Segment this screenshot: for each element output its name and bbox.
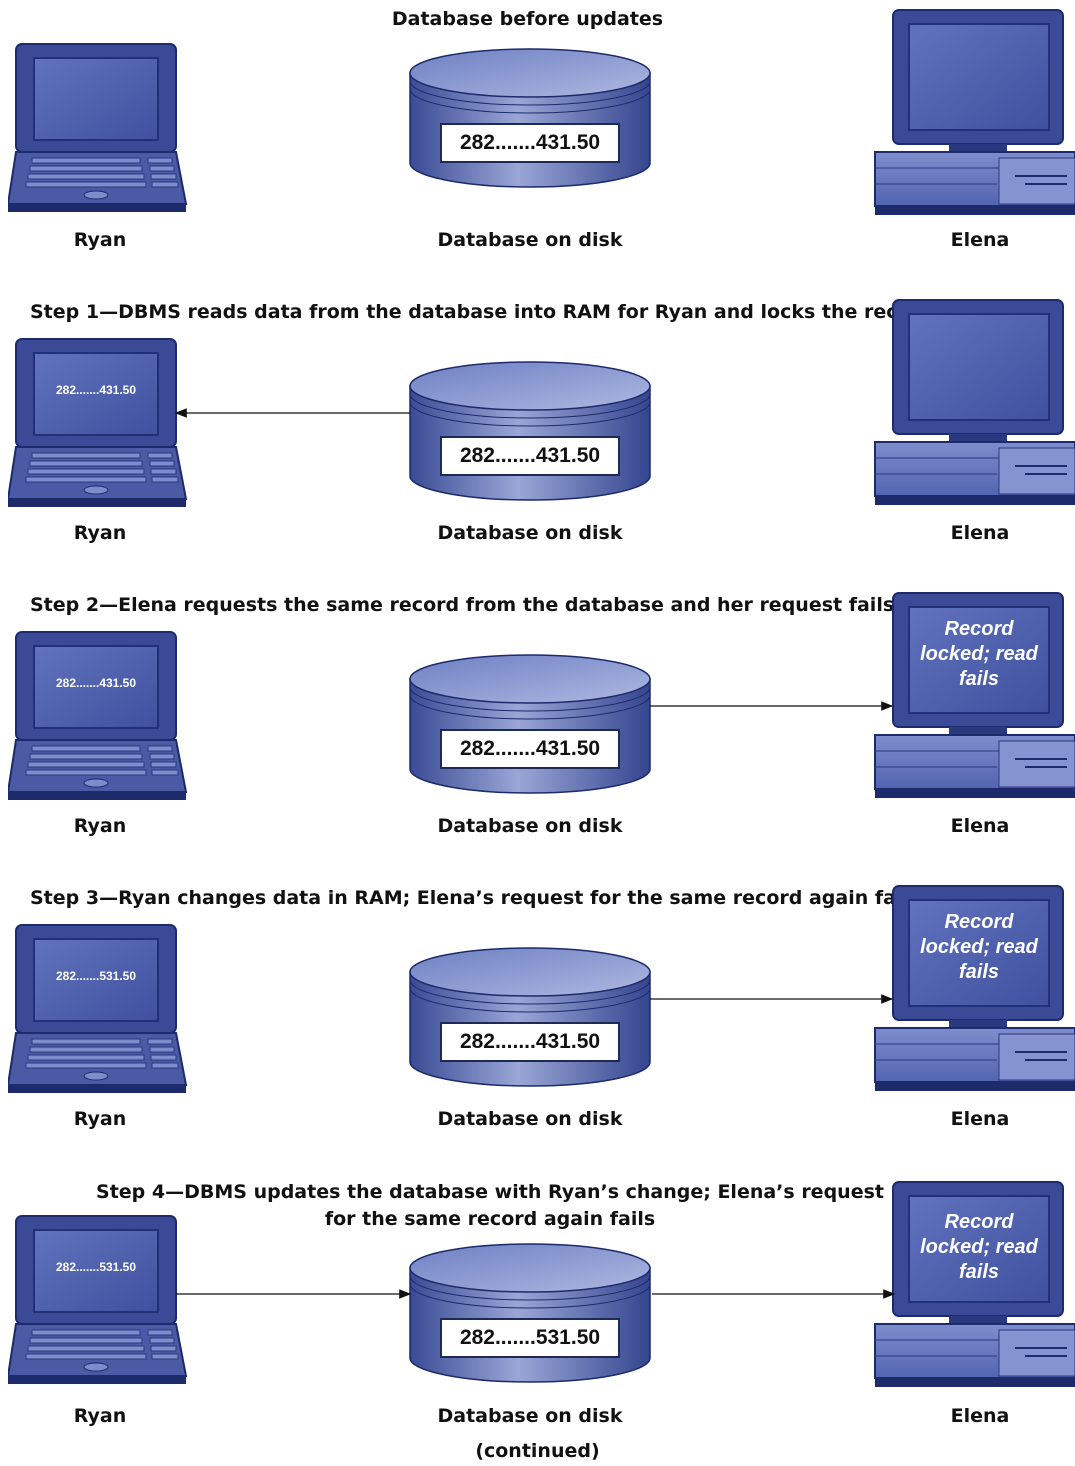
ryan-label: Ryan	[73, 815, 127, 837]
elena-desktop-icon: Record locked; read fails	[873, 591, 1075, 805]
panel-title: Step 3—Ryan changes data in RAM; Elena’s…	[30, 887, 921, 909]
ryan-laptop-icon	[6, 40, 188, 224]
database-cylinder-icon: 282.......431.50	[405, 358, 655, 512]
panel-title: Step 1—DBMS reads data from the database…	[30, 301, 934, 323]
elena-screen-message: Record locked; read fails	[920, 1211, 1038, 1283]
ryan-laptop-icon: 282.......431.50	[6, 628, 188, 812]
diagram-panel: Step 2—Elena requests the same record fr…	[0, 586, 1075, 879]
database-label: Database on disk	[437, 815, 623, 837]
ryan-label: Ryan	[73, 229, 127, 251]
database-label: Database on disk	[437, 1405, 623, 1427]
database-record-value: 282.......431.50	[440, 729, 620, 769]
panel-title: Step 2—Elena requests the same record fr…	[30, 594, 895, 616]
ryan-label: Ryan	[73, 1405, 127, 1427]
database-label: Database on disk	[437, 229, 623, 251]
ryan-label: Ryan	[73, 522, 127, 544]
elena-desktop-icon: Record locked; read fails	[873, 884, 1075, 1098]
elena-label: Elena	[950, 522, 1010, 544]
ryan-screen-value: 282.......431.50	[55, 676, 137, 690]
elena-label: Elena	[950, 229, 1010, 251]
continued-label: (continued)	[475, 1440, 600, 1462]
elena-desktop-icon	[873, 8, 1075, 222]
elena-label: Elena	[950, 815, 1010, 837]
panel-title: Database before updates	[391, 8, 664, 30]
ryan-label: Ryan	[73, 1108, 127, 1130]
ryan-laptop-icon: 282.......431.50	[6, 335, 188, 519]
database-record-value: 282.......431.50	[440, 1022, 620, 1062]
diagram-panel: Step 3—Ryan changes data in RAM; Elena’s…	[0, 879, 1075, 1172]
ryan-laptop-icon: 282.......531.50	[6, 1212, 188, 1396]
diagram-panel: Step 1—DBMS reads data from the database…	[0, 293, 1075, 586]
database-cylinder-icon: 282.......531.50	[405, 1240, 655, 1394]
panel-title: Step 4—DBMS updates the database with Ry…	[96, 1181, 884, 1230]
database-record-value: 282.......431.50	[440, 436, 620, 476]
ryan-screen-value: 282.......531.50	[55, 969, 137, 983]
database-record-value: 282.......431.50	[440, 123, 620, 163]
database-record-value: 282.......531.50	[440, 1318, 620, 1358]
ryan-screen-value: 282.......531.50	[55, 1260, 137, 1274]
database-cylinder-icon: 282.......431.50	[405, 944, 655, 1098]
elena-label: Elena	[950, 1108, 1010, 1130]
diagram-panel: Database before updates 282.......431.50	[0, 0, 1075, 293]
ryan-laptop-icon: 282.......531.50	[6, 921, 188, 1105]
elena-screen-message: Record locked; read fails	[920, 618, 1038, 690]
elena-screen-message: Record locked; read fails	[920, 911, 1038, 983]
elena-label: Elena	[950, 1405, 1010, 1427]
diagram-panel: Step 4—DBMS updates the database with Ry…	[0, 1172, 1075, 1465]
ryan-screen-value: 282.......431.50	[55, 383, 137, 397]
elena-desktop-icon: Record locked; read fails	[873, 1180, 1075, 1394]
database-label: Database on disk	[437, 522, 623, 544]
elena-desktop-icon	[873, 298, 1075, 512]
database-cylinder-icon: 282.......431.50	[405, 651, 655, 805]
database-label: Database on disk	[437, 1108, 623, 1130]
database-cylinder-icon: 282.......431.50	[405, 45, 655, 199]
